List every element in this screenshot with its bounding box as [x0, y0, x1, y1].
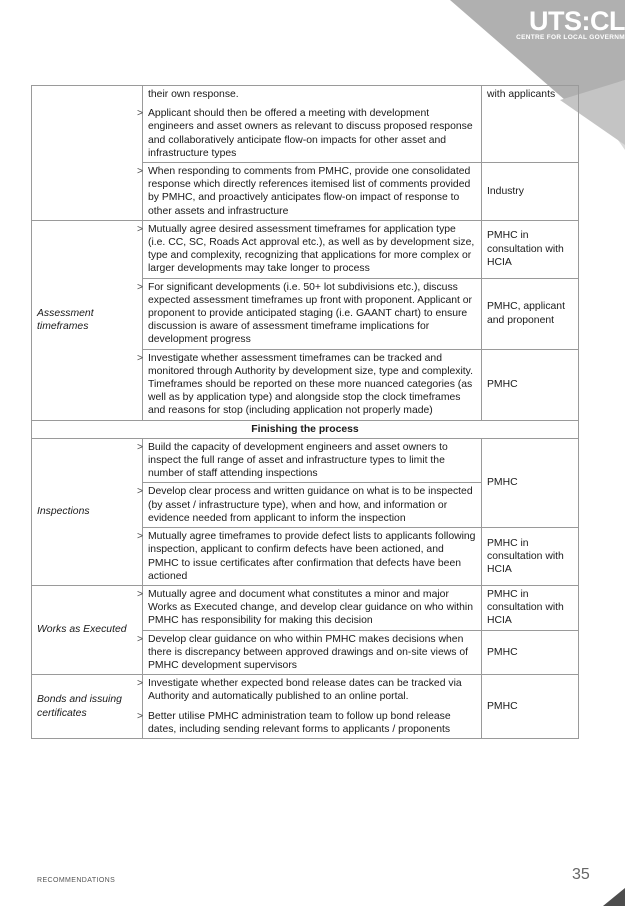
responsible-cell: with applicants — [481, 84, 579, 164]
table-row: their own response. > Applicant should th… — [31, 84, 579, 221]
table-row: Bonds and issuing certificates > Investig… — [31, 674, 579, 739]
section-row: Finishing the process — [31, 419, 579, 439]
action-cell: > Mutually agree desired assessment timef… — [137, 219, 482, 279]
table-row: > Develop clear guidance on who within PM… — [32, 629, 579, 676]
action-item: > When responding to comments from PMHC, … — [137, 165, 476, 218]
section-heading: Finishing the process — [31, 419, 579, 439]
action-item: their own response. — [148, 88, 476, 101]
chevron-right-icon: > — [137, 352, 144, 364]
recommendations-table: their own response. > Applicant should th… — [31, 84, 579, 739]
action-cell: > For significant developments (i.e. 50+ … — [137, 277, 482, 350]
table-row: > When responding to comments from PMHC, … — [32, 162, 579, 221]
topic-cell: Assessment timeframes — [31, 219, 143, 421]
action-text: Develop clear guidance on who within PMH… — [148, 633, 468, 671]
action-item: > Investigate whether assessment timefram… — [137, 352, 476, 418]
action-item: > For significant developments (i.e. 50+ … — [137, 281, 476, 347]
chevron-right-icon: > — [137, 486, 144, 498]
action-cell: > Develop clear guidance on who within PM… — [137, 629, 482, 676]
action-cell: > Build the capacity of development engin… — [137, 437, 482, 484]
action-text: Investigate whether expected bond releas… — [148, 678, 462, 703]
action-text: For significant developments (i.e. 50+ l… — [148, 281, 473, 346]
action-item: > Develop clear guidance on who within PM… — [137, 633, 476, 673]
action-cell: > Investigate whether assessment timefram… — [137, 348, 482, 421]
action-text: Build the capacity of development engine… — [148, 441, 448, 480]
action-text: Develop clear process and written guidan… — [148, 486, 473, 524]
responsible-cell: PMHC in consultation with HCIA — [481, 219, 579, 279]
chevron-right-icon: > — [137, 588, 144, 600]
responsible-cell: PMHC in consultation with HCIA — [481, 584, 579, 631]
chevron-right-icon: > — [137, 166, 144, 178]
uts-logo: UTS:CL — [529, 6, 625, 36]
table-row: Works as Executed > Mutually agree and do… — [31, 584, 579, 676]
table-row: > Mutually agree timeframes to provide de… — [32, 527, 579, 586]
responsible-cell: PMHC — [481, 674, 579, 739]
topic-cell: Inspections — [31, 437, 143, 586]
action-cell: > Mutually agree and document what consti… — [137, 584, 482, 631]
chevron-right-icon: > — [137, 281, 144, 293]
responsible-cell: PMHC in consultation with HCIA — [481, 527, 579, 586]
action-cell: > When responding to comments from PMHC, … — [137, 162, 482, 221]
action-item: > Mutually agree timeframes to provide de… — [137, 530, 476, 583]
action-text: Mutually agree timeframes to provide def… — [148, 531, 476, 582]
table-row: Inspections > Build the capacity of devel… — [31, 437, 579, 586]
action-item: > Applicant should then be offered a meet… — [137, 107, 476, 160]
uts-logo-subtext: CENTRE FOR LOCAL GOVERNM — [516, 34, 625, 41]
action-text: Mutually agree and document what constit… — [148, 588, 474, 627]
responsible-cell: PMHC — [481, 437, 579, 529]
table-row: > Investigate whether assessment timefram… — [32, 348, 579, 421]
table-row: Assessment timeframes > Mutually agree de… — [31, 219, 579, 421]
action-text: Investigate whether assessment timeframe… — [148, 352, 473, 417]
footer-section-label: RECOMMENDATIONS — [37, 877, 116, 884]
action-item: > Investigate whether expected bond relea… — [137, 677, 476, 703]
action-cell: > Investigate whether expected bond relea… — [137, 674, 482, 739]
responsible-cell: PMHC — [481, 348, 579, 421]
action-item: > Develop clear process and written guida… — [137, 485, 476, 525]
responsible-cell: PMHC — [481, 629, 579, 676]
topic-cell — [31, 85, 143, 221]
action-text: Better utilise PMHC administration team … — [148, 710, 451, 735]
chevron-right-icon: > — [137, 441, 144, 453]
table-row: > For significant developments (i.e. 50+ … — [32, 277, 579, 350]
responsible-cell: Industry — [481, 162, 579, 221]
action-item: > Build the capacity of development engin… — [137, 441, 476, 481]
action-cell: > Mutually agree timeframes to provide de… — [137, 527, 482, 586]
action-item: > Mutually agree and document what consti… — [137, 588, 476, 628]
page-number: 35 — [572, 866, 590, 883]
responsible-cell: PMHC, applicant and proponent — [481, 277, 579, 350]
chevron-right-icon: > — [137, 223, 144, 235]
chevron-right-icon: > — [137, 633, 144, 645]
action-text: their own response. — [148, 89, 239, 100]
chevron-right-icon: > — [137, 710, 144, 722]
corner-triangle-decoration — [603, 888, 625, 906]
action-text: When responding to comments from PMHC, p… — [148, 166, 471, 217]
topic-cell: Bonds and issuing certificates — [31, 674, 143, 739]
action-text: Applicant should then be offered a meeti… — [148, 108, 473, 159]
action-item: > Mutually agree desired assessment timef… — [137, 223, 476, 276]
topic-cell: Works as Executed — [31, 584, 143, 676]
action-cell: > Develop clear process and written guida… — [137, 482, 482, 529]
action-text: Mutually agree desired assessment timefr… — [148, 223, 475, 275]
chevron-right-icon: > — [137, 531, 144, 543]
action-item: > Better utilise PMHC administration team… — [137, 710, 476, 736]
action-cell: their own response. > Applicant should th… — [137, 84, 482, 164]
chevron-right-icon: > — [137, 108, 144, 120]
chevron-right-icon: > — [137, 678, 144, 690]
